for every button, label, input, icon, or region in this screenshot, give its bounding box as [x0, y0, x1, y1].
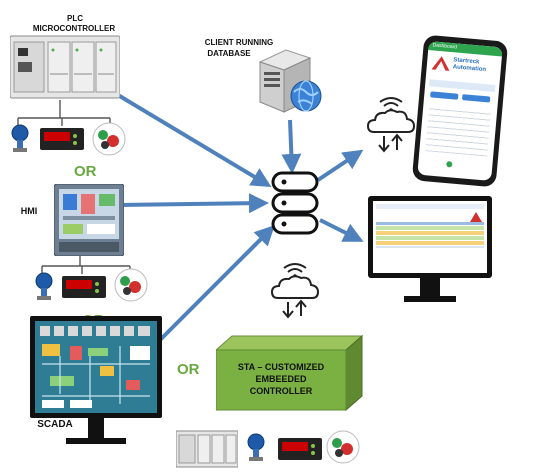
arrow-plc-to-db	[116, 93, 272, 188]
sta-label-line1: STA – CUSTOMIZED	[237, 362, 325, 372]
plc-device-icon	[176, 430, 238, 468]
plc-label: PLC	[67, 14, 83, 23]
phone-status-dot	[446, 161, 453, 168]
plc-sub-label: MICROCONTROLLER	[32, 24, 116, 33]
cloud-sync-icon	[270, 263, 320, 319]
panel-meter-icon	[62, 276, 106, 298]
transmitter-icon	[35, 272, 53, 300]
panel-meter-icon	[278, 438, 322, 460]
push-buttons-icon	[326, 430, 360, 464]
phone-button	[430, 91, 459, 100]
phone-button	[461, 94, 491, 103]
hmi-panel-icon	[54, 184, 124, 256]
arrow-client-to-db	[281, 119, 302, 174]
plc-device-icon	[10, 35, 120, 99]
smartphone: Dashboard Startreck Automation	[411, 34, 509, 188]
push-buttons-icon	[114, 268, 148, 302]
arrow-hmi-to-db	[121, 193, 269, 214]
client-label: CLIENT RUNNING	[204, 38, 274, 47]
arrow-db-to-monitor	[319, 218, 364, 242]
scada-label: SCADA	[37, 419, 73, 430]
phone-data-table	[425, 103, 492, 157]
sta-label-line3: CONTROLLER	[249, 386, 313, 396]
phone-screen: Dashboard Startreck Automation	[417, 41, 503, 181]
database-icon	[271, 171, 319, 235]
brand-logo-icon	[431, 56, 450, 71]
transmitter-icon	[11, 124, 29, 152]
brand-name-line2: Automation	[452, 64, 487, 74]
hmi-label: HMI	[20, 206, 38, 216]
arrow-scada-to-db	[158, 225, 275, 342]
cloud-sync-icon	[366, 97, 416, 153]
or-label-1: OR	[74, 163, 97, 180]
phone-tab-bar	[429, 79, 496, 92]
push-buttons-icon	[92, 122, 126, 156]
sta-controller-box	[216, 334, 364, 412]
sta-label-line2: EMBEEDED	[255, 374, 307, 384]
server-icon	[258, 49, 322, 113]
client-sub-label: DATABASE	[207, 49, 251, 58]
or-label-3: OR	[177, 361, 200, 378]
monitor-icon	[368, 196, 492, 302]
scada-monitor-icon	[30, 316, 162, 444]
panel-meter-icon	[40, 128, 84, 150]
arrow-db-to-cloud	[316, 149, 364, 182]
transmitter-icon	[247, 433, 265, 461]
